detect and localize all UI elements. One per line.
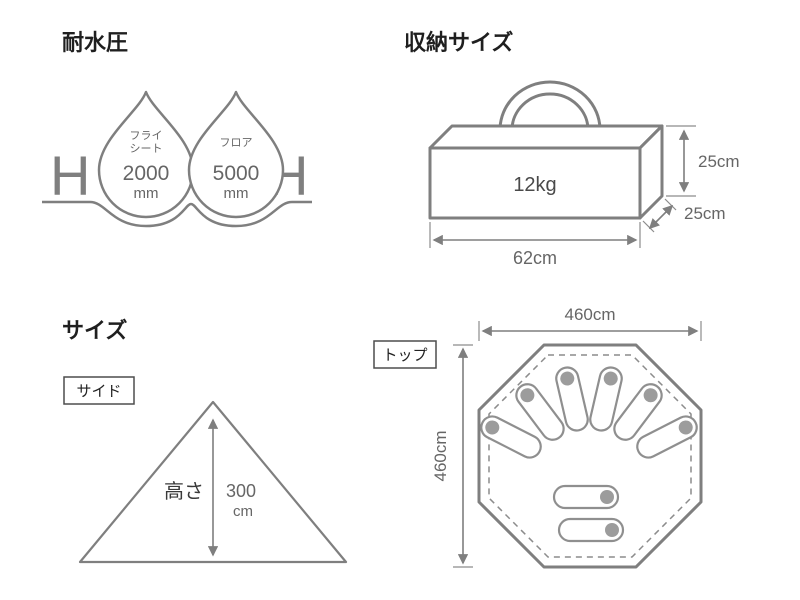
bag-width-dimension: 62cm (429, 222, 641, 268)
floor-depth-dimension: 460cm (431, 344, 473, 568)
bag-handle-icon (498, 80, 602, 132)
size-title: サイズ (62, 318, 127, 343)
tent-inner-dashed-outline (488, 354, 692, 558)
water-resistance-section: 耐水圧 H H フライ シート 2000 mm フロア 5000 mm (42, 30, 312, 228)
floor-width-dimension: 460cm (478, 305, 702, 341)
side-view-label: サイド (76, 383, 121, 400)
flysheet-water-drop-icon: フライ シート 2000 mm (97, 90, 195, 219)
drop-outline (97, 90, 195, 219)
storage-size-title: 収納サイズ (404, 30, 513, 55)
size-section: サイズ サイド 高さ 300 cm トップ (62, 305, 703, 569)
sleeping-bag-icon (557, 517, 625, 543)
drop-unit: mm (224, 185, 249, 202)
storage-size-section: 収納サイズ 12kg 25cm 25cm 62cm (404, 30, 740, 268)
drop-unit: mm (134, 185, 159, 202)
extension-line (664, 198, 677, 211)
bag-height-dimension: 25cm (666, 125, 740, 197)
floor-water-drop-icon: フロア 5000 mm (187, 90, 285, 219)
bag-depth-dimension: 25cm (642, 198, 726, 233)
drop-label-line1: フライ (130, 130, 163, 142)
side-view-label-box (63, 376, 135, 405)
tent-height-label: 高さ (164, 480, 204, 503)
drop-label-line2: シート (130, 143, 163, 155)
dimension-arrow (648, 204, 674, 230)
top-view-diagram: トップ 460cm (373, 305, 703, 569)
drop-label-line1: フロア (220, 137, 253, 149)
side-view-diagram: サイド 高さ 300 cm (63, 376, 348, 564)
sleeping-bag-icon (552, 484, 620, 510)
drop-value: 5000 (213, 162, 260, 185)
tent-side-silhouette (78, 400, 348, 564)
top-view-label-box (373, 340, 437, 369)
bag-height-value: 25cm (698, 152, 740, 171)
top-view-label: トップ (382, 347, 427, 364)
tent-height-unit: cm (233, 503, 253, 520)
extension-line (642, 220, 655, 233)
bag-weight-label: 12kg (513, 174, 556, 196)
water-column-symbol-left: H (50, 144, 90, 207)
bag-front-face (428, 146, 642, 220)
carry-bag-illustration: 12kg (428, 80, 664, 220)
water-surface-line (42, 200, 312, 228)
bag-top-face (428, 124, 664, 150)
drop-outline (187, 90, 285, 219)
floor-depth-value: 460cm (431, 430, 450, 481)
floor-width-value: 460cm (564, 305, 615, 324)
bag-depth-value: 25cm (684, 204, 726, 223)
tent-height-value: 300 (226, 481, 256, 501)
drop-value: 2000 (123, 162, 170, 185)
bag-width-value: 62cm (513, 248, 557, 268)
water-resistance-title: 耐水圧 (62, 30, 128, 55)
